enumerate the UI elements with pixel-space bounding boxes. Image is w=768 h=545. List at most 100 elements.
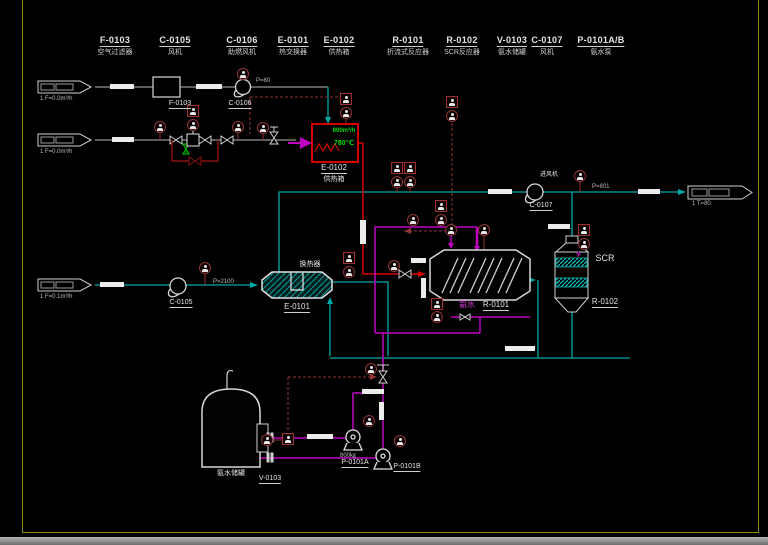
fuel-control-valve[interactable] [186,131,200,147]
instrument-circle [431,311,443,323]
signal-lines [249,96,453,431]
f0103-air-filter[interactable] [152,76,181,98]
e0102-heater[interactable] [288,123,359,163]
instrument-square [343,252,355,264]
instrument-square [446,96,458,108]
instrument-square [578,224,590,236]
c0107-label: C-0107 [529,202,553,211]
p0101a-label: P-0101A [341,459,369,468]
instrument-square [282,433,294,445]
r0102-label: R-0102 [591,297,619,308]
header-tag-e0101: E-0101 [277,35,309,47]
instrument-square [340,93,352,105]
c0106-label: C-0106 [228,100,252,109]
header-name-r0101: 折流式反应器 [387,49,429,56]
instrument-circle [446,110,458,122]
header-name-p0101: 氨水泵 [590,49,612,56]
inlet2-note: 1 F=0.0m³/h [40,149,73,155]
p0101b-label: P-0101B [393,463,421,472]
tank-vent [226,369,234,389]
arrow-signal-valve [370,374,377,380]
ammonia-control-valve[interactable] [377,364,389,384]
e0102-name: 供热箱 [323,176,345,183]
pipe-label-segments [100,84,660,439]
p0101a-pump[interactable] [343,429,363,451]
outlet-note: 1 T=80 [692,201,711,207]
instrument-circle [445,224,457,236]
r0101-feed-label: 氨水 [459,300,475,309]
inlet-flag-fuel [37,133,93,147]
arrow-injector2 [474,246,480,252]
c0107-pressure-note: P=801 [592,184,610,190]
instrument-circle [388,260,400,272]
instrument-circle [363,415,375,427]
instrument-circle [340,107,352,119]
instrument-circle [394,435,406,447]
c0107-name: 进风机 [539,172,559,178]
line1-note: P=80 [256,78,271,84]
header-name-e0102: 供热箱 [328,49,350,56]
instrument-circle [435,214,447,226]
c0105-pressure-note: P=2100 [213,279,234,285]
header-tag-r0101: R-0101 [392,35,424,47]
arrow-injector1 [448,243,454,249]
c0105-fan[interactable] [167,277,187,298]
instrument-square [391,162,403,174]
instrument-circle [154,121,166,133]
instrument-circle [478,224,490,236]
c0105-label: C-0105 [169,299,193,308]
header-tag-p0101: P-0101A/B [577,35,625,47]
e0102-temp-value: 780℃ [333,140,355,147]
v0103-name: 氨水储罐 [217,470,245,477]
header-tag-e0102: E-0102 [323,35,355,47]
inlet3-note: 1 F=0.1m³/h [40,294,73,300]
instrument-circle [365,363,377,375]
instrument-circle [199,262,211,274]
v0103-label: V-0103 [258,475,282,484]
r0101-reactor[interactable] [429,249,531,301]
catalyst-bed-1 [555,257,588,268]
e0101-heat-exchanger[interactable] [261,271,333,299]
arrow-e0101-bottom-in [327,297,333,304]
instrument-circle [578,238,590,250]
header-tag-r0102: R-0102 [446,35,478,47]
instrument-circle [232,121,244,133]
e0102-flow-value: 800m³/h [332,128,356,134]
baffle-chevrons [441,257,523,294]
header-name-f0103: 空气过滤器 [97,49,133,56]
header-name-e0101: 热交换器 [279,49,307,56]
header-name-c0106: 助燃风机 [228,49,256,56]
instrument-circle [574,170,586,182]
arrow-e0101-in [250,282,258,288]
header-tag-c0105: C-0105 [159,35,191,47]
header-name-c0107: 风机 [540,49,554,56]
instrument-circle [404,176,416,188]
header-name-c0105: 风机 [168,49,182,56]
f0103-label: F-0103 [168,100,192,109]
instrument-square [404,162,416,174]
c0107-fan[interactable] [524,183,544,204]
c0106-fan[interactable] [233,78,252,98]
inlet1-note: 1 F=0.0m³/h [40,96,73,102]
instrument-circle [237,68,249,80]
arrow-e0102-air-in [325,117,331,124]
e0101-label: E-0101 [284,302,310,313]
drawing-border-frame [22,0,759,533]
instrument-square [435,200,447,212]
r0102-name: SCR [595,253,615,263]
header-name-v0103: 氨水储罐 [498,49,526,56]
header-tag-v0103: V-0103 [496,35,528,47]
arrow-signal-left [404,228,411,234]
outlet-flag-stack [687,185,753,200]
catalyst-bed-2 [555,277,588,288]
inlet-flag-air [37,80,93,94]
header-tag-c0107: C-0107 [531,35,563,47]
horizontal-scrollbar[interactable] [0,537,768,545]
p0101b-pump[interactable] [373,448,393,470]
arrow-r0101-hot-in [418,271,426,277]
r0102-scr-reactor[interactable] [553,235,590,313]
instrument-circle [261,434,273,446]
arrow-stack-out [678,189,686,195]
